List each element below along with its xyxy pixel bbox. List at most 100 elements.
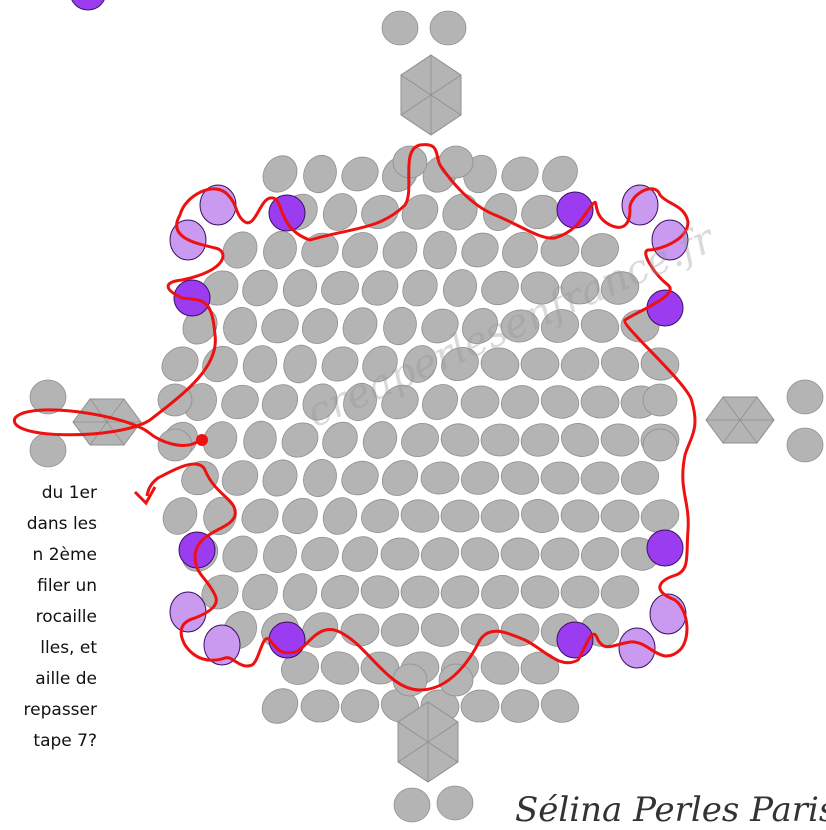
- signature-text: Sélina Perles Paris: [515, 790, 826, 830]
- gray-bead: [643, 429, 677, 461]
- gray-bead: [239, 417, 281, 463]
- gray-bead: [478, 648, 522, 688]
- gray-bead: [298, 454, 342, 501]
- gray-bead: [540, 460, 581, 495]
- gray-bead: [436, 187, 485, 237]
- gray-bead: [535, 149, 584, 199]
- gray-bead: [438, 572, 482, 611]
- gray-bead: [380, 536, 421, 571]
- gray-bead: [417, 533, 463, 575]
- gray-bead: [539, 536, 581, 572]
- gray-bead: [460, 688, 501, 723]
- dark-purple-bead: [70, 0, 106, 10]
- gray-bead: [477, 188, 522, 236]
- gray-bead: [216, 529, 264, 579]
- gray-bead: [237, 340, 283, 389]
- gray-bead: [295, 301, 345, 350]
- instruction-line: dans les: [0, 514, 97, 534]
- gray-bead: [275, 491, 324, 541]
- gray-bead: [340, 613, 380, 648]
- gray-bead: [255, 682, 305, 731]
- gray-bead: [235, 492, 284, 540]
- gray-bead: [296, 531, 345, 577]
- gray-bead: [256, 149, 304, 198]
- gray-bead: [596, 342, 643, 386]
- gray-bead: [537, 381, 583, 423]
- gray-bead: [459, 384, 501, 420]
- gray-bead: [395, 188, 445, 237]
- gray-bead: [561, 576, 600, 609]
- gray-bead: [438, 420, 482, 459]
- gray-bead: [577, 532, 624, 575]
- instruction-line: n 2ème: [0, 545, 97, 565]
- gray-bead: [255, 377, 305, 426]
- instruction-line: tape 7?: [0, 731, 97, 751]
- dark-purple-bead: [647, 530, 683, 566]
- gray-bead: [216, 225, 264, 274]
- gray-bead: [358, 572, 403, 612]
- gray-bead: [300, 689, 340, 723]
- instruction-line: aille de: [0, 669, 97, 689]
- gray-bead: [520, 347, 559, 380]
- gray-bead: [430, 11, 466, 45]
- gray-bead: [558, 497, 601, 536]
- gray-bead: [495, 150, 544, 198]
- gray-bead: [335, 150, 384, 197]
- gray-bead: [455, 226, 504, 274]
- gray-bead: [355, 264, 405, 313]
- gray-bead: [357, 416, 403, 465]
- gray-bead: [417, 608, 464, 651]
- gray-bead: [375, 453, 425, 502]
- gray-bead: [558, 344, 603, 385]
- gray-bead: [356, 494, 404, 539]
- gray-bead: [277, 264, 323, 313]
- gray-bead: [235, 567, 284, 617]
- gray-bead: [499, 536, 540, 572]
- gray-bead: [419, 460, 460, 496]
- gray-bead: [497, 685, 543, 727]
- gray-bead: [396, 417, 444, 462]
- gray-bead: [218, 302, 262, 349]
- gray-bead: [256, 453, 304, 503]
- gray-bead: [600, 499, 639, 532]
- gray-bead: [256, 303, 305, 350]
- gray-bead: [516, 494, 564, 539]
- gray-bead: [337, 685, 382, 726]
- gray-bead: [277, 568, 324, 617]
- gray-bead: [382, 11, 418, 45]
- gray-bead: [398, 496, 442, 536]
- light-purple-bead: [650, 594, 686, 634]
- gray-bead: [396, 263, 445, 313]
- gray-bead: [377, 609, 423, 651]
- gray-bead: [235, 263, 284, 313]
- gray-bead: [316, 265, 364, 310]
- gray-beads-group: [30, 11, 823, 822]
- gray-bead: [598, 572, 643, 612]
- gray-bead: [394, 788, 430, 822]
- gray-bead: [437, 786, 473, 820]
- gray-bead: [457, 457, 503, 500]
- gray-bead: [457, 533, 503, 576]
- gray-bead: [439, 664, 473, 696]
- gray-bead: [643, 384, 677, 416]
- gray-bead: [518, 572, 562, 611]
- gray-bead: [30, 433, 66, 467]
- thread-start-dot: [196, 434, 208, 446]
- gray-bead: [580, 385, 620, 420]
- gray-bead: [318, 648, 363, 689]
- gray-bead: [335, 529, 385, 578]
- gray-bead: [495, 225, 544, 275]
- gray-bead: [478, 496, 522, 536]
- gray-bead: [316, 570, 363, 614]
- instruction-line: rocaille: [0, 607, 97, 627]
- light-purple-bead: [170, 592, 206, 632]
- gray-bead: [556, 418, 603, 462]
- gray-bead: [499, 612, 540, 648]
- gray-bead: [376, 225, 424, 274]
- gray-bead: [317, 492, 363, 541]
- instruction-line: filer un: [0, 576, 97, 596]
- dark-purple-bead: [269, 195, 305, 231]
- gray-bead: [599, 421, 642, 459]
- gray-bead: [497, 457, 543, 499]
